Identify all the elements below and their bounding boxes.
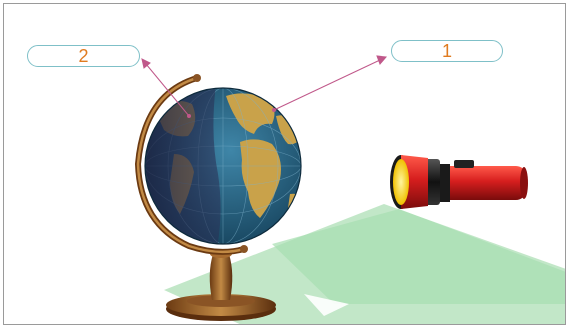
arrow-to-label-1 bbox=[274, 60, 380, 110]
answer-box-1-label: 1 bbox=[442, 42, 452, 60]
arrowhead-1 bbox=[377, 56, 386, 64]
answer-box-2-label: 2 bbox=[78, 47, 88, 65]
answer-box-1: 1 bbox=[391, 40, 503, 62]
figure-frame: 1 2 bbox=[3, 3, 566, 325]
answer-box-2: 2 bbox=[27, 45, 140, 67]
flashlight bbox=[390, 155, 528, 209]
